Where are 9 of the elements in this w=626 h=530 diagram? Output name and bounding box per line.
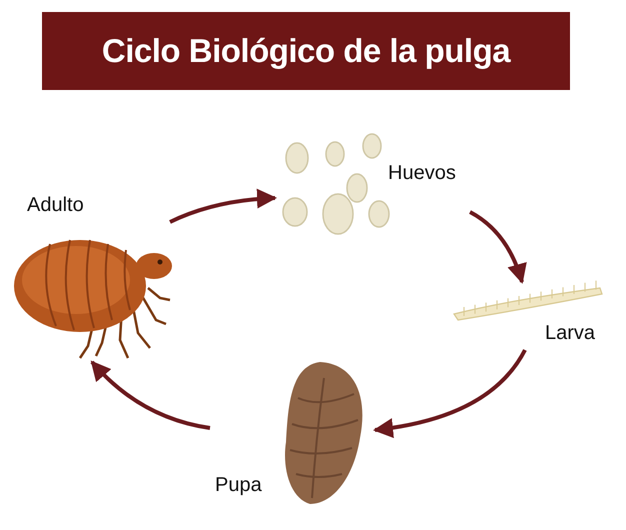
arrow: [469, 210, 526, 284]
stage-label: Huevos: [388, 162, 456, 185]
stage-label: Adulto: [27, 194, 84, 217]
stage-label: Pupa: [215, 474, 262, 497]
arrow: [169, 188, 277, 224]
arrow: [90, 360, 210, 430]
stage-label: Larva: [545, 322, 596, 345]
title-banner: Ciclo Biológico de la pulga: [42, 12, 570, 90]
arrow: [373, 349, 527, 438]
